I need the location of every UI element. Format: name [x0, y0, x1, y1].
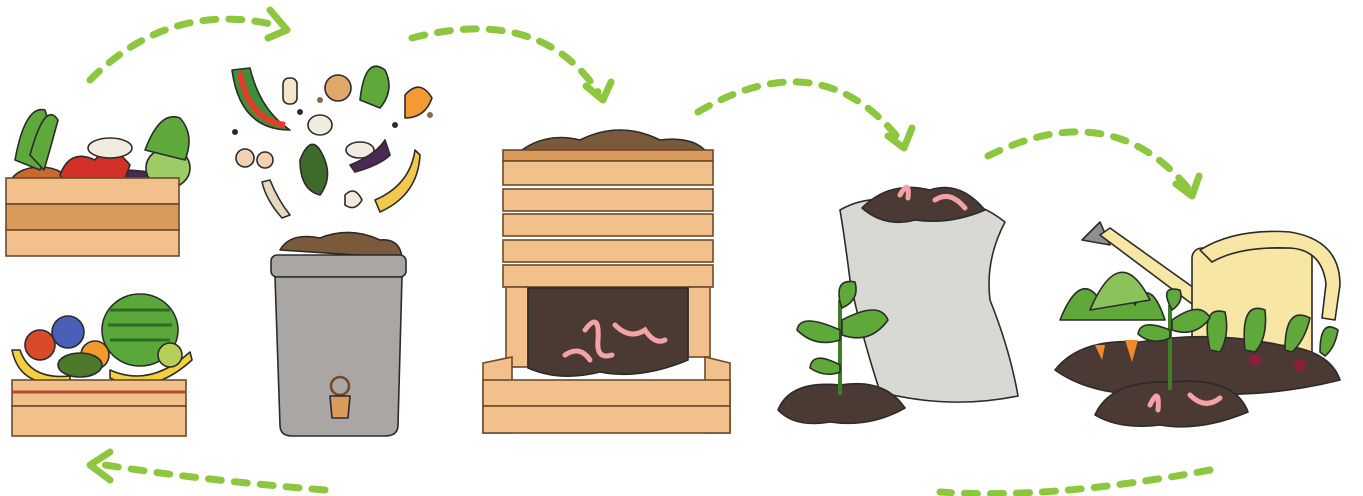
compost-soil [528, 288, 688, 376]
compost-sack [840, 199, 1018, 402]
flying-scraps [232, 66, 433, 218]
arrow-crates-to-scraps [90, 10, 287, 80]
bin-door [483, 380, 730, 406]
bin-tap [330, 396, 350, 418]
bin-post-right [688, 287, 710, 357]
bin-post-left [506, 287, 528, 367]
arrow-sack-to-garden [988, 132, 1199, 196]
bottom-crate [12, 380, 186, 436]
sack-soil [862, 187, 985, 222]
garden-watering-can-icon [1055, 222, 1340, 427]
fruit-pile [12, 294, 192, 385]
food-scraps-bin-icon [232, 66, 433, 436]
arrow-bin-to-sack [698, 82, 912, 148]
top-crate [6, 178, 179, 256]
arrow-garden-to-crates [90, 452, 1210, 494]
compost-sack-seedling-icon [778, 187, 1018, 423]
fruit-vegetable-crates-icon [6, 110, 192, 436]
wooden-compost-bin-icon [483, 130, 730, 433]
kitchen-caddy [271, 232, 406, 436]
arrow-scraps-to-bin [412, 29, 611, 100]
